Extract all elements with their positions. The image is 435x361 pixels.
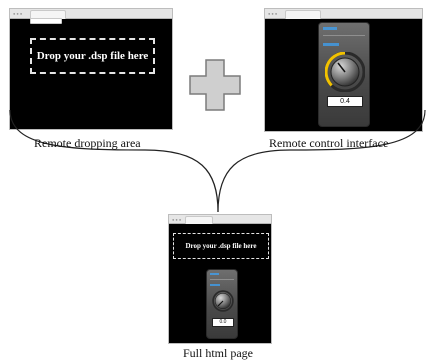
- browser-chrome: ●●●: [169, 215, 271, 224]
- browser-chrome: ●●●: [10, 9, 172, 24]
- drop-zone[interactable]: Drop your .dsp file here: [30, 38, 155, 74]
- full-page-window: ●●● Drop your .dsp file here 0.0: [168, 214, 272, 344]
- panel-label-top: [210, 273, 219, 275]
- panel-divider: [210, 279, 234, 280]
- remote-control-window: ●●● 0.4: [264, 8, 423, 132]
- knob-value-display[interactable]: 0.0: [212, 318, 234, 327]
- drop-zone-label: Drop your .dsp file here: [36, 50, 149, 62]
- window-controls-icon: ●●●: [172, 217, 183, 222]
- panel-label-mid: [210, 284, 220, 286]
- knob-value-display[interactable]: 0.4: [327, 96, 363, 107]
- address-bar: [30, 18, 62, 24]
- caption-remote-dropping: Remote dropping area: [34, 136, 141, 150]
- drop-zone-label: Drop your .dsp file here: [185, 242, 257, 250]
- plus-icon: [189, 59, 241, 111]
- browser-tab: [285, 10, 321, 19]
- panel-label-top: [323, 27, 337, 30]
- panel-divider: [323, 35, 365, 36]
- knob-icon[interactable]: [325, 52, 365, 92]
- drop-zone[interactable]: Drop your .dsp file here: [173, 233, 269, 259]
- control-panel: 0.0: [206, 269, 238, 339]
- window-controls-icon: ●●●: [268, 11, 279, 16]
- knob-value-text: 0.0: [219, 319, 227, 325]
- browser-tab: [185, 216, 213, 224]
- knob-icon[interactable]: [212, 290, 234, 312]
- caption-full-page: Full html page: [183, 346, 253, 360]
- control-panel: 0.4: [318, 22, 370, 127]
- browser-chrome: ●●●: [265, 9, 422, 19]
- browser-tab: [30, 10, 66, 19]
- remote-dropping-window: ●●● Drop your .dsp file here: [9, 8, 173, 130]
- window-controls-icon: ●●●: [13, 11, 24, 16]
- knob-value-text: 0.4: [340, 98, 350, 105]
- caption-remote-control: Remote control interface: [269, 136, 389, 150]
- panel-label-mid: [323, 43, 339, 46]
